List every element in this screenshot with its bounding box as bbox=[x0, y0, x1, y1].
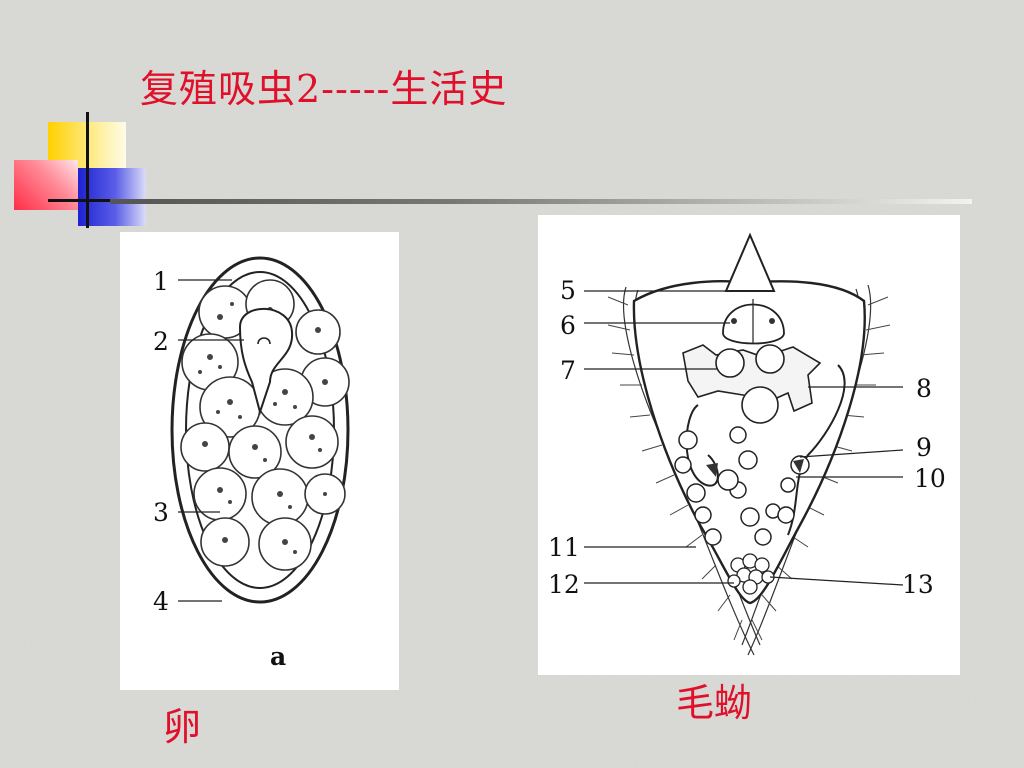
egg-germ-cell bbox=[238, 307, 294, 416]
miracidium-excretory-tubule-right bbox=[787, 364, 846, 536]
miracidium-label-8: 8 bbox=[916, 374, 932, 403]
miracidium-apical-papilla bbox=[724, 232, 776, 292]
egg-caption: 卵 bbox=[163, 705, 202, 749]
deco-vertical-line bbox=[86, 112, 89, 228]
egg-shell-outer bbox=[170, 256, 350, 604]
miracidium-label-13: 13 bbox=[902, 570, 934, 599]
egg-label-2: 2 bbox=[153, 327, 169, 356]
egg-figure-panel: 1 2 3 4 a bbox=[120, 232, 399, 690]
miracidium-leader-lines bbox=[584, 290, 904, 586]
title-rule bbox=[110, 199, 972, 204]
miracidium-label-12: 12 bbox=[548, 570, 580, 599]
miracidium-illustration bbox=[584, 232, 904, 656]
miracidium-germ-cluster bbox=[727, 553, 775, 595]
miracidium-caption: 毛蚴 bbox=[676, 681, 753, 725]
egg-illustration bbox=[170, 256, 350, 604]
miracidium-label-9: 9 bbox=[916, 433, 932, 462]
deco-blue-square bbox=[78, 168, 146, 226]
egg-label-3: 3 bbox=[153, 498, 169, 527]
miracidium-label-10: 10 bbox=[914, 464, 946, 493]
slide-title: 复殖吸虫2-----生活史 bbox=[140, 67, 508, 111]
egg-leader-lines bbox=[178, 279, 244, 602]
miracidium-germ-cells bbox=[674, 426, 810, 546]
miracidium-flame-cell bbox=[706, 463, 718, 477]
egg-label-1: 1 bbox=[153, 267, 169, 296]
deco-red-square bbox=[14, 160, 78, 210]
miracidium-figure-panel: 5 6 7 8 9 10 11 12 13 bbox=[538, 215, 960, 675]
deco-horizontal-line bbox=[48, 199, 114, 202]
miracidium-label-5: 5 bbox=[560, 276, 576, 305]
miracidium-label-7: 7 bbox=[560, 356, 576, 385]
egg-label-4: 4 bbox=[153, 587, 169, 616]
egg-sublabel: a bbox=[270, 642, 287, 671]
miracidium-label-6: 6 bbox=[560, 311, 576, 340]
miracidium-label-11: 11 bbox=[548, 533, 580, 562]
